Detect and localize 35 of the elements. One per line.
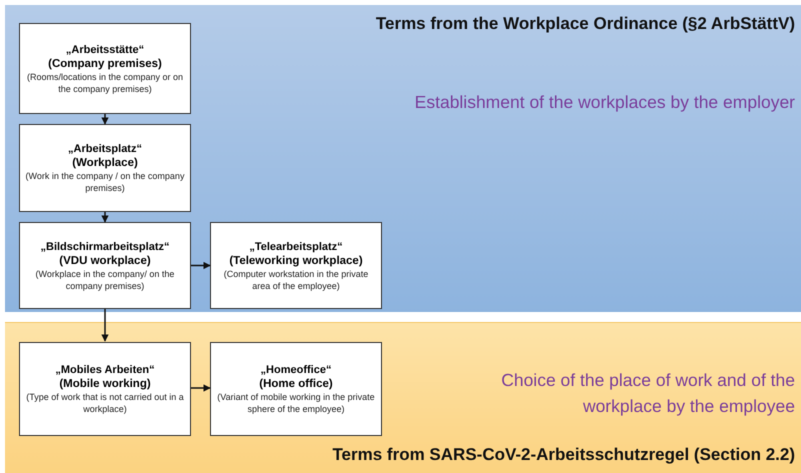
term-box [19, 342, 191, 436]
term-description: (Computer workstation in the private area of the employee) [222, 268, 370, 292]
term-name: „Arbeitsplatz“ [68, 142, 142, 156]
term-name: „Homeoffice“ [260, 363, 332, 377]
term-box [19, 23, 191, 114]
arrow [101, 309, 109, 342]
section-description: Choice of the place of work and of the workplace by the employee [500, 369, 795, 418]
term-description: (Workplace in the company/ on the company premises) [34, 268, 176, 292]
term-name: „Arbeitsstätte“ [66, 42, 144, 56]
section-heading: Terms from SARS-CoV-2-Arbeitsschutzregel (Section 2.2) [332, 445, 795, 465]
arrow [191, 384, 211, 392]
section-description: Establishment of the workplaces by the employer [414, 91, 795, 114]
term-translation: (Workplace) [72, 156, 138, 170]
term-box [210, 342, 382, 436]
term-box [210, 222, 382, 309]
section-band [5, 5, 801, 312]
term-translation: (VDU workplace) [59, 254, 151, 268]
term-description: (Variant of mobile working in the private sphere of the employee) [216, 391, 376, 415]
arrow [101, 212, 109, 223]
term-box [19, 124, 191, 212]
term-translation: (Company premises) [48, 56, 162, 70]
term-description: (Work in the company / on the company premises) [24, 170, 186, 194]
term-description: (Type of work that is not carried out in a workplace) [25, 391, 185, 415]
term-name: „Mobiles Arbeiten“ [55, 363, 155, 377]
arrow [191, 262, 211, 270]
term-name: „Telearbeitsplatz“ [249, 240, 343, 254]
term-translation: (Teleworking workplace) [229, 254, 363, 268]
term-translation: (Home office) [259, 377, 333, 391]
term-name: „Bildschirmarbeitsplatz“ [40, 240, 170, 254]
arrow [101, 114, 109, 125]
section-band [5, 322, 801, 473]
section-heading: Terms from the Workplace Ordinance (§2 ArbStättV) [376, 14, 795, 34]
term-box [19, 222, 191, 309]
term-description: (Rooms/locations in the company or on the company premises) [26, 70, 184, 94]
term-translation: (Mobile working) [59, 377, 151, 391]
